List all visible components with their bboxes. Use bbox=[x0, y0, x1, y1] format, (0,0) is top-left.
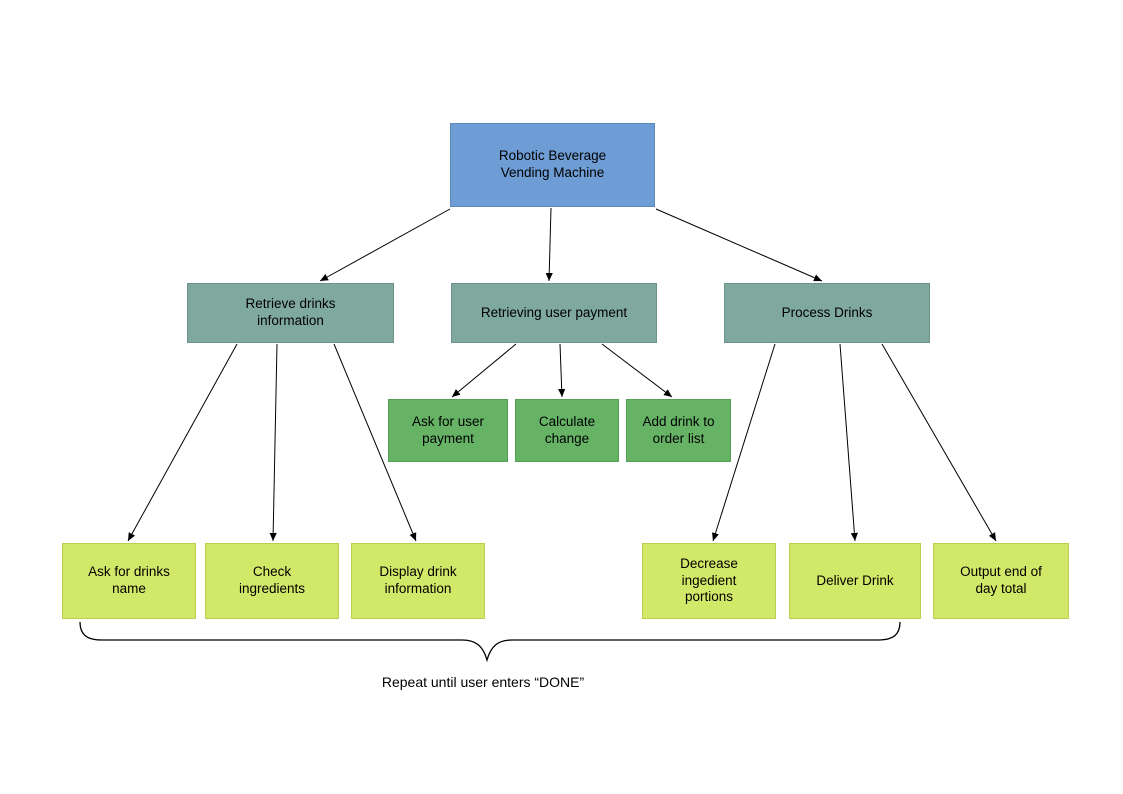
node-display-drink-information-label: Display drink information bbox=[379, 564, 457, 596]
node-decrease-ingredient-portions-label: Decrease ingedient portions bbox=[680, 555, 738, 605]
repeat-brace bbox=[79, 621, 901, 663]
repeat-caption: Repeat until user enters “DONE” bbox=[381, 674, 585, 690]
node-retrieving-user-payment-label: Retrieving user payment bbox=[480, 304, 628, 320]
node-output-end-of-day-total: Output end of day total bbox=[933, 543, 1069, 619]
node-root-label: Robotic Beverage Vending Machine bbox=[498, 148, 607, 180]
node-check-ingredients-label: Check ingredients bbox=[238, 564, 306, 596]
node-deliver-drink-label: Deliver Drink bbox=[816, 572, 894, 588]
edge-payment-to-ask-payment bbox=[451, 343, 517, 398]
node-ask-for-user-payment-label: Ask for user payment bbox=[411, 413, 485, 446]
node-deliver-drink: Deliver Drink bbox=[789, 543, 921, 619]
edge-retrieve-to-ask-name bbox=[127, 343, 238, 542]
edge-retrieve-to-check-ingredients bbox=[269, 343, 278, 542]
edge-process-to-deliver-drink bbox=[839, 343, 858, 542]
edge-root-to-retrieve-info bbox=[319, 208, 451, 282]
node-retrieving-user-payment: Retrieving user payment bbox=[451, 283, 657, 343]
node-retrieve-drinks-information-label: Retrieve drinks information bbox=[245, 296, 336, 328]
edge-root-to-user-payment bbox=[545, 207, 553, 282]
node-decrease-ingredient-portions: Decrease ingedient portions bbox=[642, 543, 776, 619]
node-process-drinks: Process Drinks bbox=[724, 283, 930, 343]
node-check-ingredients: Check ingredients bbox=[205, 543, 339, 619]
node-retrieve-drinks-information: Retrieve drinks information bbox=[187, 283, 394, 343]
node-ask-for-drinks-name-label: Ask for drinks name bbox=[88, 564, 170, 596]
edge-payment-to-calc-change bbox=[558, 343, 566, 398]
node-display-drink-information: Display drink information bbox=[351, 543, 485, 619]
edge-root-to-process-drinks bbox=[655, 208, 823, 282]
node-output-end-of-day-total-label: Output end of day total bbox=[960, 564, 1042, 596]
node-add-drink-to-order-list-label: Add drink to order list bbox=[642, 413, 715, 446]
edge-process-to-output-total bbox=[881, 343, 997, 542]
node-calculate-change: Calculate change bbox=[515, 399, 619, 462]
node-root: Robotic Beverage Vending Machine bbox=[450, 123, 655, 207]
node-ask-for-drinks-name: Ask for drinks name bbox=[62, 543, 196, 619]
node-add-drink-to-order-list: Add drink to order list bbox=[626, 399, 731, 462]
node-ask-for-user-payment: Ask for user payment bbox=[388, 399, 508, 462]
node-calculate-change-label: Calculate change bbox=[538, 413, 596, 446]
node-process-drinks-label: Process Drinks bbox=[781, 304, 873, 320]
edge-payment-to-add-drink bbox=[601, 343, 673, 398]
